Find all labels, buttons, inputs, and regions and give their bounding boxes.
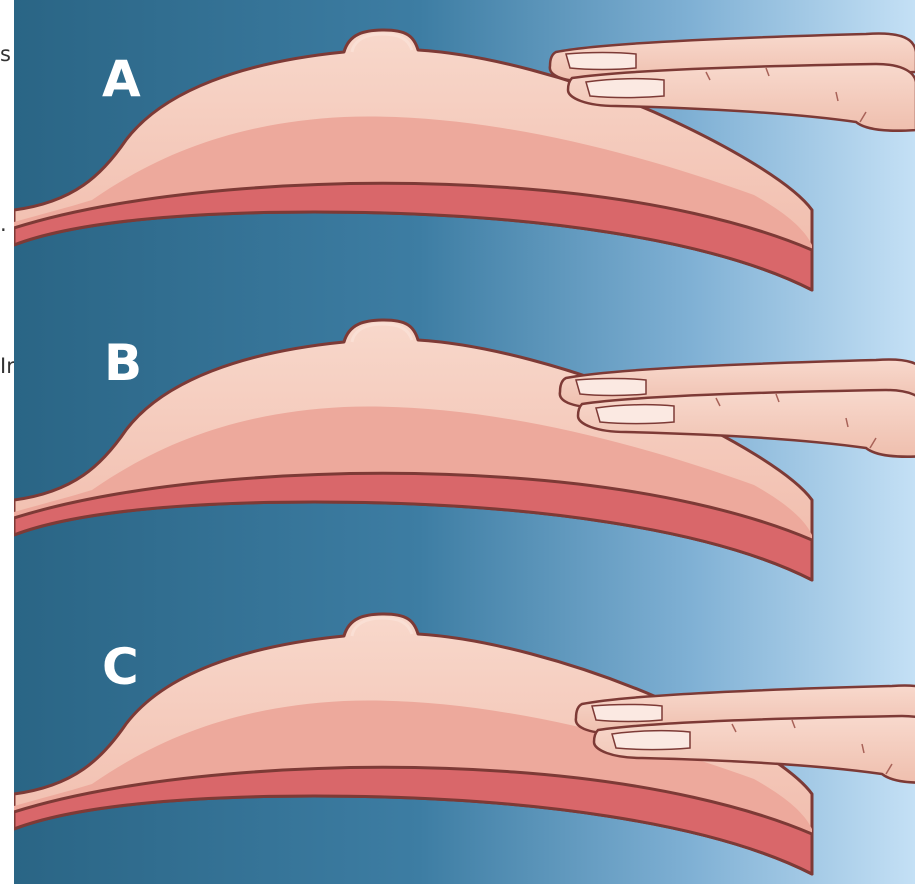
panel-label-c: C (102, 638, 139, 696)
panel-label-a: A (102, 50, 141, 108)
breast-palpation-illustration: A B C (14, 0, 915, 884)
panel-label-b: B (104, 334, 142, 392)
